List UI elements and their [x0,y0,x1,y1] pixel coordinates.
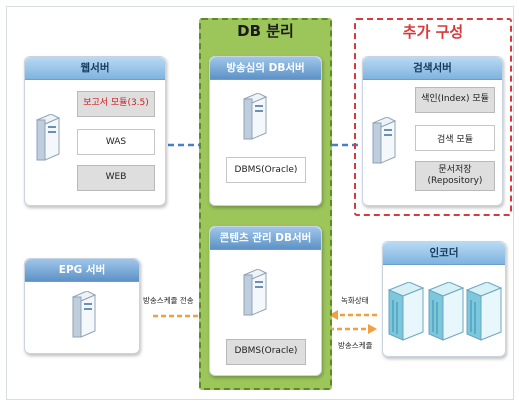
content-db-server-title: 콘텐츠 관리 DB서버 [210,227,321,250]
server-icon [242,93,268,140]
web-server-panel: 웹서버 보고서 모듈(3.5) WAS WEB [24,56,166,206]
repository-box: 문서저장 (Repository) [415,161,495,191]
search-module-box: 검색 모듈 [415,125,495,151]
dbms-oracle-box: DBMS(Oracle) [226,339,306,365]
schedule-to-encoder-arrowhead [368,324,377,334]
schedule-to-encoder-label: 방송스케쥴 [338,341,373,350]
extra-config-title: 추가 구성 [402,23,464,41]
db-split-title: DB 분리 [237,22,294,40]
extra-config-group [354,18,512,216]
record-status-arrowhead [329,310,338,320]
record-status-label: 녹화상태 [341,296,369,305]
broadcast-db-server-panel: 방송심의 DB서버 DBMS(Oracle) [209,56,322,206]
search-server-panel: 검색서버 색인(Index) 모듈 검색 모듈 문서저장 (Repository… [362,56,503,206]
epg-schedule-label: 방송스케쥴 전송 [143,296,194,305]
web-box: WEB [77,165,155,191]
search-server-title: 검색서버 [363,57,502,80]
encoder-panel: 인코더 [382,241,506,357]
epg-server-title: EPG 서버 [25,259,139,282]
content-db-server-panel: 콘텐츠 관리 DB서버 DBMS(Oracle) [209,226,322,376]
server-icon [242,269,268,316]
dbms-oracle-box: DBMS(Oracle) [226,157,306,183]
server-icon [35,114,61,161]
report-module-box: 보고서 모듈(3.5) [77,91,155,117]
server-icon [371,117,397,164]
broadcast-db-server-title: 방송심의 DB서버 [210,57,321,80]
server-rack-icon [387,282,503,341]
web-server-title: 웹서버 [25,57,165,80]
index-module-box: 색인(Index) 모듈 [415,87,495,113]
server-icon [71,291,97,338]
encoder-title: 인코더 [383,242,505,265]
diagram-frame [6,6,514,400]
was-box: WAS [77,129,155,155]
epg-server-panel: EPG 서버 [24,258,140,354]
